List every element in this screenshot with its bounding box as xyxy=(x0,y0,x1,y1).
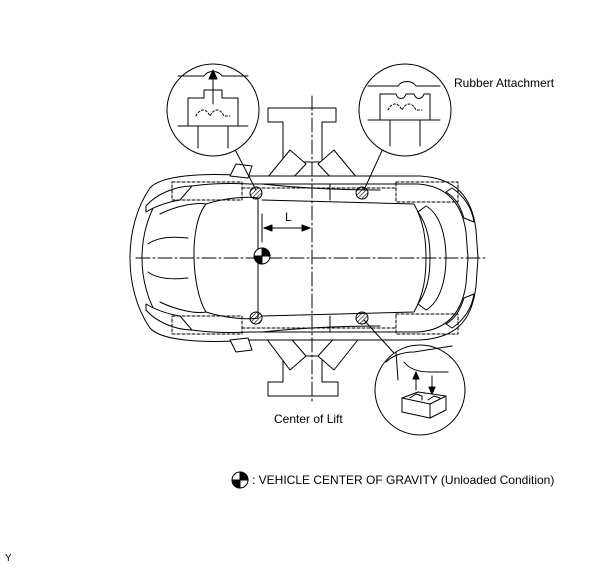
lift-point-rear-left xyxy=(355,186,369,200)
label-center-of-lift: Center of Lift xyxy=(274,412,343,426)
label-dimension-l: L xyxy=(285,210,292,224)
callout-front-left xyxy=(166,63,260,157)
center-of-gravity-symbol xyxy=(253,247,271,265)
legend-gravity-icon xyxy=(231,471,249,489)
corner-code: Y xyxy=(5,553,12,564)
wheel-outlines xyxy=(171,181,459,335)
label-rubber-attachment: Rubber Attachmert xyxy=(454,76,555,90)
lift-point-front-left xyxy=(249,186,263,200)
dimension-l xyxy=(261,213,311,243)
callout-rear-right xyxy=(374,344,466,436)
lift-point-front-right xyxy=(249,311,263,325)
callout-rear-left xyxy=(358,63,452,157)
legend-text: : VEHICLE CENTER OF GRAVITY (Unloaded Co… xyxy=(252,473,555,487)
